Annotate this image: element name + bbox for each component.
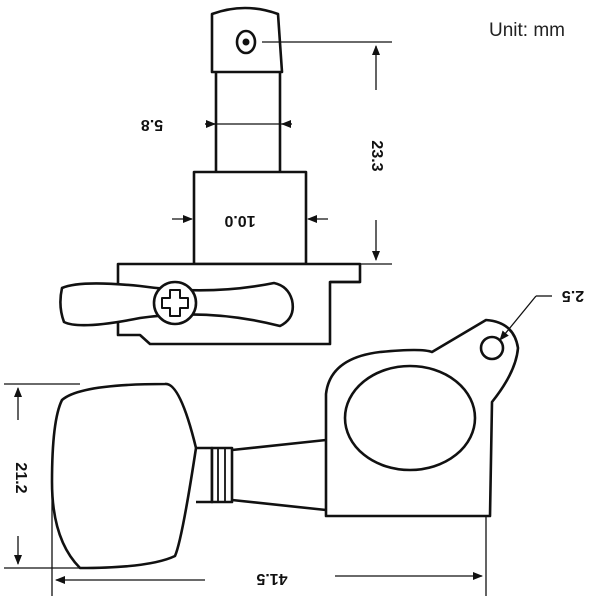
label-overall-length: 41.5 <box>256 570 287 587</box>
label-screw-hole: 2.5 <box>562 287 584 304</box>
string-hole-outer <box>235 29 257 55</box>
screw-cross <box>161 289 189 317</box>
string-hole-inner <box>242 38 250 46</box>
label-post-diameter: 5.8 <box>141 116 163 133</box>
post-shaft <box>214 72 282 172</box>
collar-ring <box>210 446 234 504</box>
collar <box>196 446 214 504</box>
shaft <box>231 438 327 512</box>
gear-cover <box>343 364 477 472</box>
label-button-height: 21.2 <box>12 462 29 493</box>
label-post-height: 23.3 <box>368 140 385 171</box>
label-bushing-width: 10.0 <box>224 212 255 229</box>
mounting-hole <box>479 335 505 361</box>
unit-label: Unit: mm <box>489 20 565 41</box>
tuner-button <box>50 382 198 570</box>
